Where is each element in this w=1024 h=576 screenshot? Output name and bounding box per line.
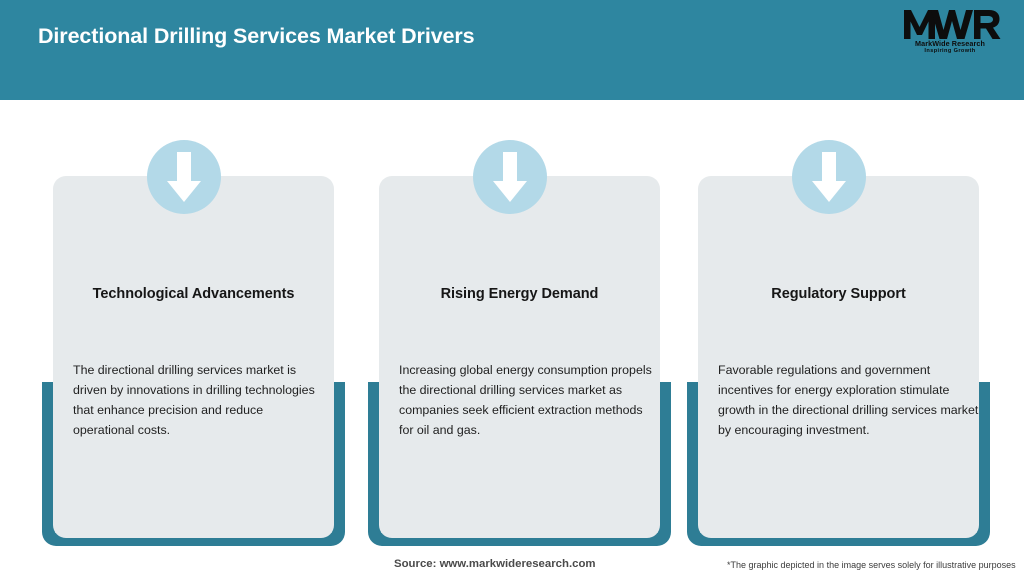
mwr-monogram-icon (898, 8, 1002, 40)
down-arrow-icon (147, 140, 221, 214)
driver-card[interactable]: Technological Advancements The direction… (42, 140, 345, 546)
logo-company-name: MarkWide Research (915, 39, 985, 48)
card-frame (368, 382, 671, 546)
driver-card[interactable]: Regulatory Support Favorable regulations… (687, 140, 990, 546)
card-body-text: Favorable regulations and government inc… (718, 363, 979, 437)
card-panel: Technological Advancements The direction… (53, 176, 334, 538)
down-arrow-icon (792, 140, 866, 214)
card-body-text: The directional drilling services market… (73, 363, 315, 437)
page-title: Directional Drilling Services Market Dri… (38, 24, 475, 48)
card-heading: Technological Advancements (92, 286, 295, 302)
card-panel: Regulatory Support Favorable regulations… (698, 176, 979, 538)
source-label: Source: www.markwideresearch.com (394, 558, 596, 570)
card-heading: Regulatory Support (771, 286, 906, 302)
logo-tagline: Inspiring Growth (924, 48, 976, 54)
disclaimer-label: *The graphic depicted in the image serve… (727, 560, 1016, 570)
card-heading: Rising Energy Demand (440, 286, 599, 302)
card-panel: Rising Energy Demand Increasing global e… (379, 176, 660, 538)
card-body-text: Increasing global energy consumption pro… (399, 363, 652, 437)
header-band: Directional Drilling Services Market Dri… (0, 0, 1024, 100)
down-arrow-icon (473, 140, 547, 214)
brand-logo: MarkWide Research Inspiring Growth (898, 8, 1002, 60)
driver-card[interactable]: Rising Energy Demand Increasing global e… (368, 140, 671, 546)
